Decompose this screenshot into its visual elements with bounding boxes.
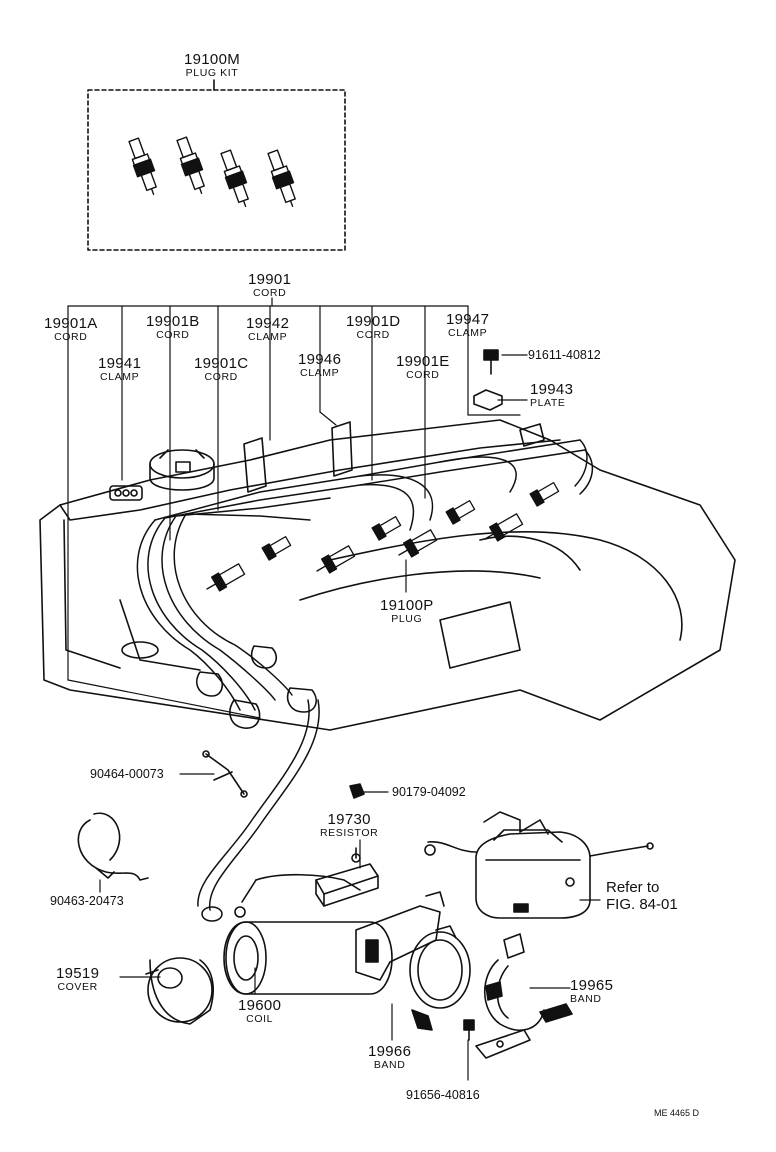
label-plug: 19100P PLUG — [380, 598, 434, 625]
cord-clamps — [109, 421, 545, 501]
part-number: 19730 — [327, 811, 371, 828]
label-cord-d: 19901D CORD — [346, 314, 400, 341]
part-name: CORD — [252, 287, 287, 299]
ignition-coil — [223, 873, 393, 995]
wire-clip-90464 — [202, 750, 248, 798]
plug-kit-box — [87, 79, 346, 251]
installed-spark-plugs — [206, 482, 560, 592]
part-number: 19942 — [246, 315, 290, 332]
label-cord-main: 19901 CORD — [248, 272, 291, 299]
bolt-and-plate — [473, 349, 503, 411]
part-name: BAND — [373, 1059, 406, 1071]
label-cord-a: 19901A CORD — [44, 316, 98, 343]
label-resistor: 19730 RESISTOR — [320, 812, 378, 839]
label-plug-kit: 19100M PLUG KIT — [184, 52, 240, 79]
coil-band-19966 — [409, 925, 471, 1031]
part-name: COIL — [246, 1013, 274, 1025]
part-name: COVER — [57, 981, 98, 993]
label-bolt-91656: 91656-40816 — [406, 1088, 480, 1102]
label-band-19966: 19966 BAND — [368, 1044, 411, 1071]
label-cord-c: 19901C CORD — [194, 356, 248, 383]
plug-boots — [196, 645, 317, 729]
part-number: 19100P — [380, 597, 434, 614]
label-clamp-19942: 19942 CLAMP — [246, 316, 289, 343]
refer-to-figure: Refer to FIG. 84-01 — [606, 879, 678, 913]
part-number: 19946 — [298, 351, 342, 368]
part-name: RESISTOR — [320, 827, 379, 839]
label-clamp-19941: 19941 CLAMP — [98, 356, 141, 383]
coil-lead — [197, 699, 320, 922]
resistor-19730 — [315, 847, 379, 907]
label-clamp-19947: 19947 CLAMP — [446, 312, 489, 339]
bolt-bracket-91656 — [463, 1019, 531, 1059]
callout-leaders — [67, 297, 601, 1081]
part-number: 19943 — [530, 381, 574, 398]
part-number: 19901D — [346, 313, 401, 330]
part-number: 19966 — [368, 1043, 412, 1060]
label-cord-e: 19901E CORD — [396, 354, 450, 381]
oil-filler-cap — [149, 449, 215, 491]
part-name: CLAMP — [248, 331, 288, 343]
part-number: 19965 — [570, 977, 614, 994]
igniter-unit — [424, 811, 654, 919]
label-cord-b: 19901B CORD — [146, 314, 200, 341]
part-number: 19941 — [98, 355, 142, 372]
part-number: 19519 — [56, 965, 100, 982]
part-number: 19901B — [146, 313, 200, 330]
part-name: PLUG KIT — [185, 67, 239, 79]
part-name: PLUG — [391, 613, 423, 625]
part-name: CORD — [406, 369, 440, 381]
part-name: BAND — [570, 993, 602, 1005]
label-bolt-91611: 91611-40812 — [528, 348, 601, 362]
part-number: 19901C — [194, 355, 249, 372]
part-name: CLAMP — [300, 367, 340, 379]
part-name: CLAMP — [448, 327, 488, 339]
part-name: CORD — [54, 331, 88, 343]
diagram-code: ME 4465 D — [654, 1108, 700, 1118]
part-number: 19901 — [248, 271, 292, 288]
part-number: 19100M — [184, 51, 241, 68]
part-number: 19947 — [446, 311, 490, 328]
label-cover: 19519 COVER — [56, 966, 99, 993]
label-nut-90179: 90179-04092 — [392, 785, 466, 799]
label-tie-90463: 90463-20473 — [50, 894, 124, 908]
label-clip-90464: 90464-00073 — [90, 767, 164, 781]
label-band-19965: 19965 BAND — [570, 978, 613, 1005]
kit-spark-plugs — [128, 136, 296, 208]
part-name: CORD — [356, 329, 390, 341]
refer-line-1: Refer to — [606, 879, 660, 896]
distributor-cover — [145, 957, 214, 1025]
part-name: CORD — [156, 329, 190, 341]
spark-plug-cords — [136, 439, 593, 711]
part-name: PLATE — [530, 397, 566, 409]
part-number: 19901E — [396, 353, 450, 370]
engine-block — [39, 419, 736, 731]
nut-90179 — [349, 783, 365, 799]
part-number: 19600 — [238, 997, 282, 1014]
label-plate-19943: 19943 PLATE — [530, 382, 573, 409]
label-coil: 19600 COIL — [238, 998, 281, 1025]
label-clamp-19946: 19946 CLAMP — [298, 352, 341, 379]
coil-bracket — [355, 891, 445, 981]
part-name: CORD — [204, 371, 238, 383]
refer-line-2: FIG. 84-01 — [606, 896, 678, 913]
tie-band-90463 — [77, 812, 149, 881]
part-number: 19901A — [44, 315, 98, 332]
part-name: CLAMP — [100, 371, 140, 383]
coil-band-19965 — [483, 933, 573, 1031]
